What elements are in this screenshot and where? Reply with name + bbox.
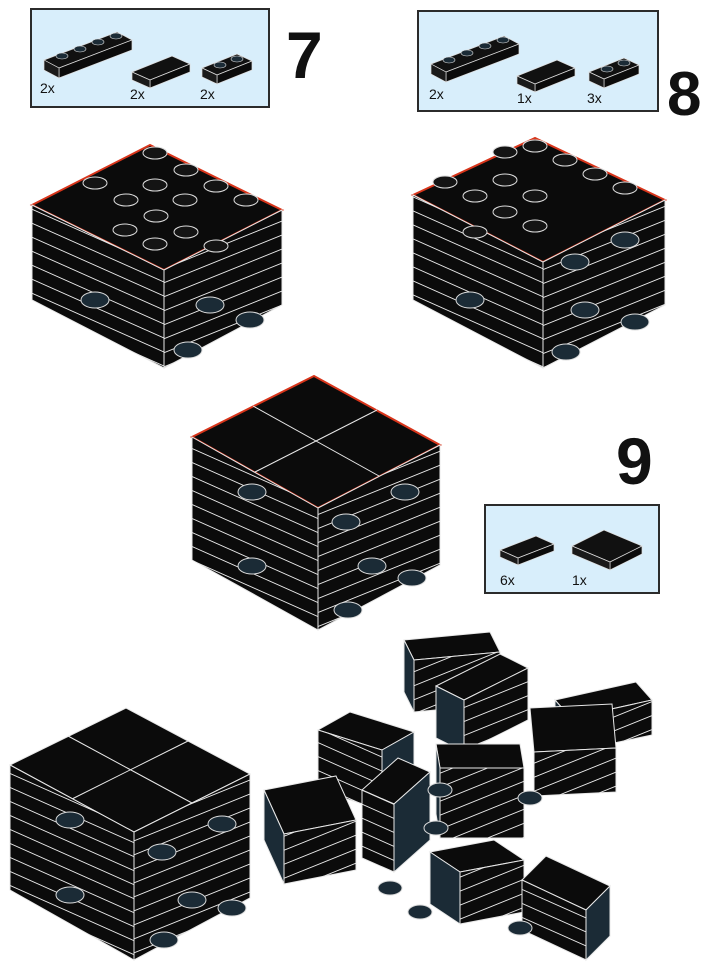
model-complete: [10, 708, 250, 960]
piece: [522, 856, 610, 960]
piece: [530, 704, 616, 796]
model-step-8: [413, 138, 665, 368]
exploded-pieces: [264, 632, 652, 960]
model-step-7: [32, 145, 282, 368]
piece: [430, 840, 524, 924]
piece: [264, 776, 356, 884]
model-step-9: [192, 376, 440, 630]
